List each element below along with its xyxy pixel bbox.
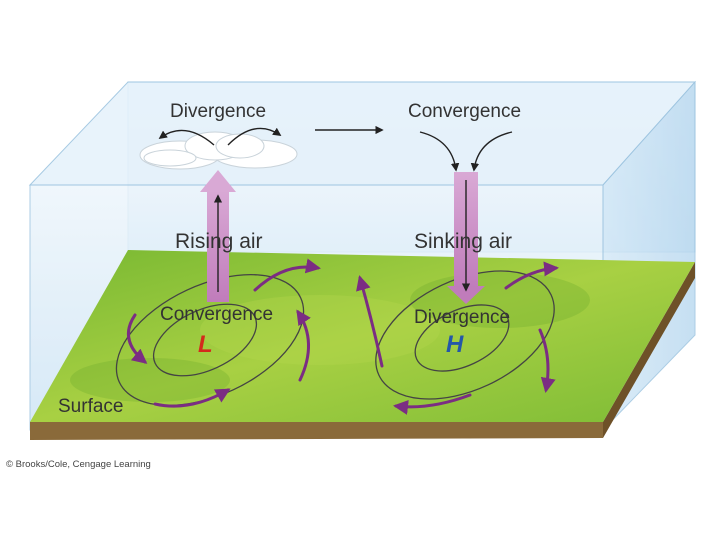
low-pressure-symbol: L	[198, 331, 213, 358]
divergence-arrow-right	[227, 127, 282, 146]
label-convergence-aloft: Convergence	[408, 101, 521, 122]
arrow-icon	[153, 388, 231, 408]
convergence-arrow-right	[470, 131, 513, 172]
label-sinking-air: Sinking air	[414, 230, 512, 253]
ground-texture	[200, 295, 440, 365]
box-top-face	[28, 81, 697, 186]
cloud-icon	[139, 131, 298, 170]
isobars-high	[375, 270, 555, 400]
arrow-icon	[356, 275, 384, 368]
convergence-arrow-left	[419, 131, 460, 172]
ground-soil-side	[603, 262, 695, 438]
arrow-icon	[504, 261, 559, 290]
arrow-icon	[393, 393, 472, 415]
high-wind-arrows	[356, 261, 559, 415]
copyright-credit: © Brooks/Cole, Cengage Learning	[6, 459, 151, 470]
label-divergence-surface: Divergence	[414, 307, 510, 328]
arrow-icon	[253, 258, 321, 292]
high-pressure-symbol: H	[446, 331, 464, 358]
isobars-low	[115, 273, 305, 407]
divergence-arrow-left	[158, 129, 215, 146]
arrow-icon	[296, 309, 311, 382]
label-convergence-surface: Convergence	[160, 304, 273, 325]
low-wind-arrows	[126, 258, 321, 408]
ground-surface	[30, 250, 695, 422]
ground-texture	[70, 358, 230, 402]
label-rising-air: Rising air	[175, 230, 263, 253]
ground-soil-front	[30, 422, 603, 440]
arrow-icon	[538, 328, 556, 393]
arrow-icon	[126, 313, 148, 364]
label-surface: Surface	[58, 396, 123, 417]
label-divergence-aloft: Divergence	[170, 101, 266, 122]
